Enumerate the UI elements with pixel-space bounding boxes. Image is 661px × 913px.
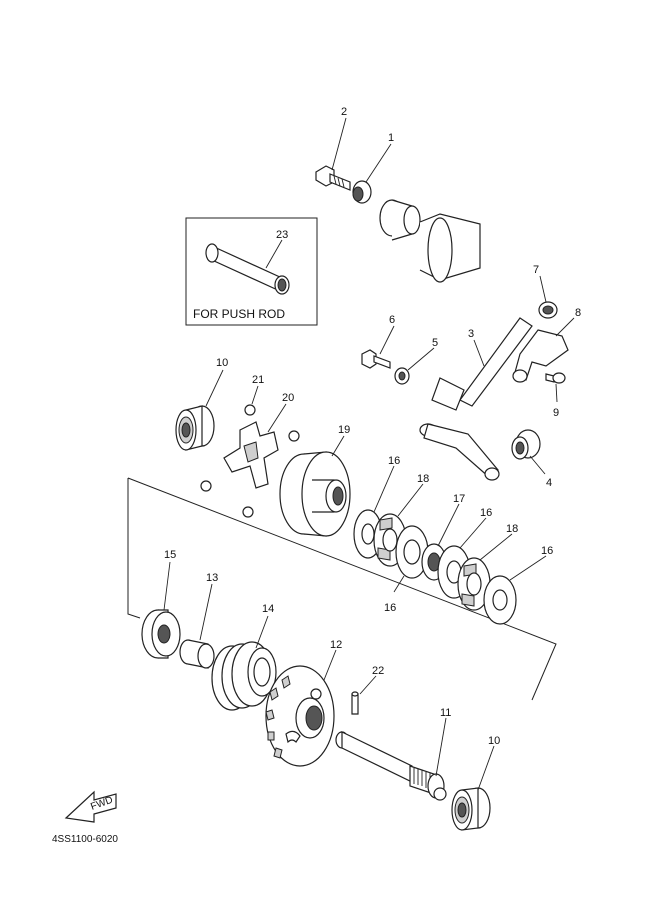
leader-16-d [509,555,547,581]
leader-1 [365,143,392,183]
inset-box: 23 FOR PUSH ROD [185,217,318,326]
part-9-screw [545,372,566,384]
label-21: 21 [252,374,264,386]
label-13: 13 [206,572,218,584]
label-8: 8 [575,307,581,319]
leader-8 [555,317,575,337]
label-17: 17 [453,493,465,505]
part-12-gear [265,665,335,767]
leader-13 [199,583,213,641]
diagram-code: 4SS1100-6020 [52,834,118,845]
shaft-hub [379,199,481,283]
label-12: 12 [330,639,342,651]
part-22-pin [351,691,359,715]
label-18-b: 18 [506,523,518,535]
leader-10-bottom [477,745,495,791]
part-10-bearing-top [175,405,215,451]
leader-9 [555,383,558,403]
label-9: 9 [553,407,559,419]
label-15: 15 [164,549,176,561]
part-4-collar [511,429,541,460]
leader-16-b [393,575,405,593]
inset-caption: FOR PUSH ROD [193,307,285,321]
label-11: 11 [440,707,451,719]
leader-2 [331,117,347,171]
label-19: 19 [338,424,350,436]
label-4: 4 [546,477,552,489]
label-20: 20 [282,392,294,404]
part-3-lever [419,317,533,481]
leader-14 [255,615,269,649]
part-2-bolt [315,165,351,191]
part-6-bolt [361,349,391,369]
leader-16-a [373,465,395,513]
part-15-washer [141,609,181,659]
label-3: 3 [468,328,474,340]
part-7-collar [538,301,558,319]
label-2: 2 [341,106,347,118]
label-16-a: 16 [388,455,400,467]
label-22: 22 [372,665,384,677]
part-16-plate-b [395,525,429,579]
leader-16-c [459,517,487,549]
leader-11 [435,717,447,777]
label-16-c: 16 [480,507,492,519]
part-8-arm [512,329,569,383]
part-11-shaft [335,731,447,801]
label-18-a: 18 [417,473,429,485]
leader-6 [379,325,395,355]
label-10-top: 10 [216,357,228,369]
part-16-plate-d [483,575,517,625]
leader-20 [267,403,287,433]
part-18-friction-b [457,557,491,611]
leader-5 [407,347,435,371]
leader-3 [473,339,485,367]
part-1-collar [352,180,372,204]
label-10-bottom: 10 [488,735,500,747]
fwd-arrow-icon: FWD [64,790,117,823]
label-5: 5 [432,337,438,349]
leader-15 [163,561,171,611]
label-16-b: 16 [384,602,396,614]
leader-22 [359,675,377,695]
leader-18-a [397,483,424,517]
label-7: 7 [533,264,539,276]
leader-12 [323,649,337,681]
part-20-cam [223,421,279,489]
part-10-bearing-bottom [451,787,491,831]
leader-18-b [479,533,513,561]
label-14: 14 [262,603,274,615]
leader-21 [251,385,259,405]
leader-7 [539,275,547,303]
leader-17 [437,503,460,547]
part-13-collar [179,639,215,669]
part-19-plate [279,451,351,537]
part-21-balls [200,404,300,518]
label-16-d: 16 [541,545,553,557]
label-6: 6 [389,314,395,326]
leader-19 [331,435,345,457]
label-1: 1 [388,132,394,144]
leader-10-top [205,369,224,407]
part-5-washer [394,367,410,385]
leader-4 [529,455,546,475]
label-23: 23 [276,229,288,241]
part-14-spring [211,641,277,711]
assembly-frame [127,477,557,701]
